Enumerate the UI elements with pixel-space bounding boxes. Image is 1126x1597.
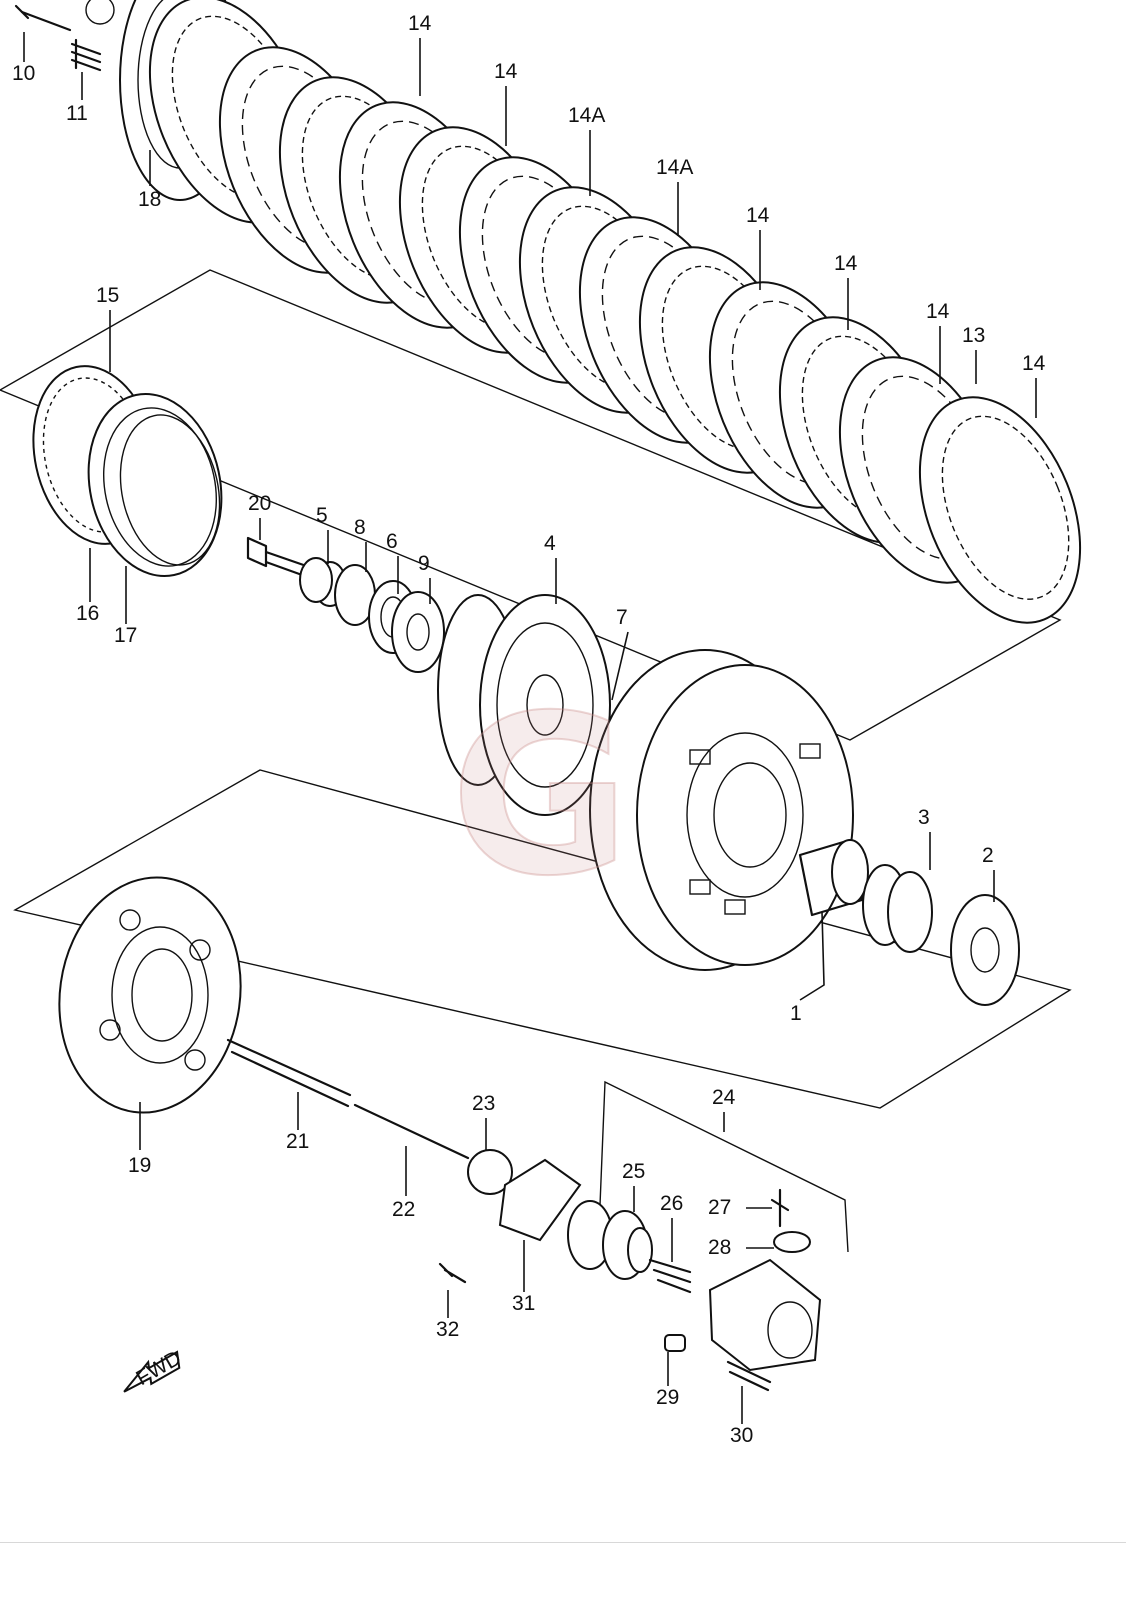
part-number-label: 15 [96, 284, 119, 307]
starter-clutch-gear [58, 876, 242, 1114]
part-number-label: 14A [656, 156, 693, 179]
leader-lines [23, 32, 1037, 1424]
part-number-label: 20 [248, 492, 271, 515]
part-number-label: 29 [656, 1386, 679, 1409]
part-number-label: 14 [926, 300, 950, 323]
part-number-label: 10 [12, 62, 35, 85]
part-number-label: 24 [712, 1086, 736, 1109]
release-cylinder-bracket [599, 1080, 849, 1253]
part-number-label: 21 [286, 1130, 309, 1153]
oil-seal [467, 1149, 513, 1195]
spacer-sleeve [798, 838, 869, 917]
forward-arrow-icon: FWD [123, 1346, 185, 1393]
clutch-housing-bracket [13, 769, 1072, 1109]
part-number-label: 27 [708, 1196, 731, 1219]
leader-line [799, 911, 825, 1001]
part-number-label: 8 [354, 516, 366, 539]
part-number-label: 23 [472, 1092, 495, 1115]
part-number-label: 32 [436, 1318, 459, 1341]
clutch-hub [437, 594, 611, 816]
bleeder-valve [770, 1188, 790, 1228]
part-number-label: 30 [730, 1424, 753, 1447]
spring [70, 38, 102, 72]
bearing [299, 557, 347, 607]
part-number-label: 14 [494, 60, 518, 83]
cover-gasket [498, 1158, 582, 1242]
part-number-label: 11 [66, 102, 88, 125]
footer-rule [0, 1542, 1126, 1543]
washer-9 [391, 591, 445, 673]
part-number-label: 14 [1022, 352, 1046, 375]
part-number-label: 28 [708, 1236, 731, 1259]
push-rod-long [353, 1103, 470, 1160]
push-rod-short [226, 1038, 352, 1108]
needle-bearing [862, 864, 933, 953]
bolt [14, 4, 72, 32]
part-number-label: 3 [918, 806, 930, 829]
part-labels: 101118141414A14A141414131415161720586947… [12, 12, 1046, 1447]
part-number-label: 1 [790, 1002, 802, 1025]
part-number-label: 5 [316, 504, 328, 527]
dowel-pin [664, 1334, 686, 1352]
part-number-label: 17 [114, 624, 137, 647]
part-number-label: 31 [512, 1292, 535, 1315]
part-number-label: 14 [408, 12, 432, 35]
release-cylinder [708, 1258, 822, 1372]
part-number-label: 25 [622, 1160, 645, 1183]
return-spring [648, 1258, 692, 1294]
part-number-label: 26 [660, 1192, 683, 1215]
part-number-label: 14A [568, 104, 605, 127]
part-number-label: 14 [834, 252, 858, 275]
bleeder-cap [773, 1231, 811, 1253]
clutch-plate-stack [148, 0, 1082, 624]
clutch-plate-inner [941, 415, 1070, 600]
primary-driven-gear [589, 649, 854, 971]
spring-seat-rings [87, 393, 223, 577]
mounting-bolt [438, 1262, 467, 1284]
part-number-label: 13 [962, 324, 985, 347]
leader-line [611, 631, 629, 701]
part-number-label: 14 [746, 204, 770, 227]
part-number-label: 18 [138, 188, 161, 211]
clutch-plate [918, 396, 1082, 624]
part-number-label: 9 [418, 552, 430, 575]
part-number-label: 4 [544, 532, 556, 555]
cylinder-bolt [726, 1360, 772, 1392]
part-number-label: 19 [128, 1154, 151, 1177]
watermark: G [450, 668, 631, 924]
part-number-label: 2 [982, 844, 994, 867]
part-number-label: 7 [616, 606, 628, 629]
part-number-label: 16 [76, 602, 99, 625]
part-number-label: 22 [392, 1198, 415, 1221]
thrust-washer [950, 894, 1020, 1006]
part-number-label: 6 [386, 530, 398, 553]
piston-seal [627, 1227, 653, 1273]
fwd-text: FWD [132, 1346, 185, 1390]
